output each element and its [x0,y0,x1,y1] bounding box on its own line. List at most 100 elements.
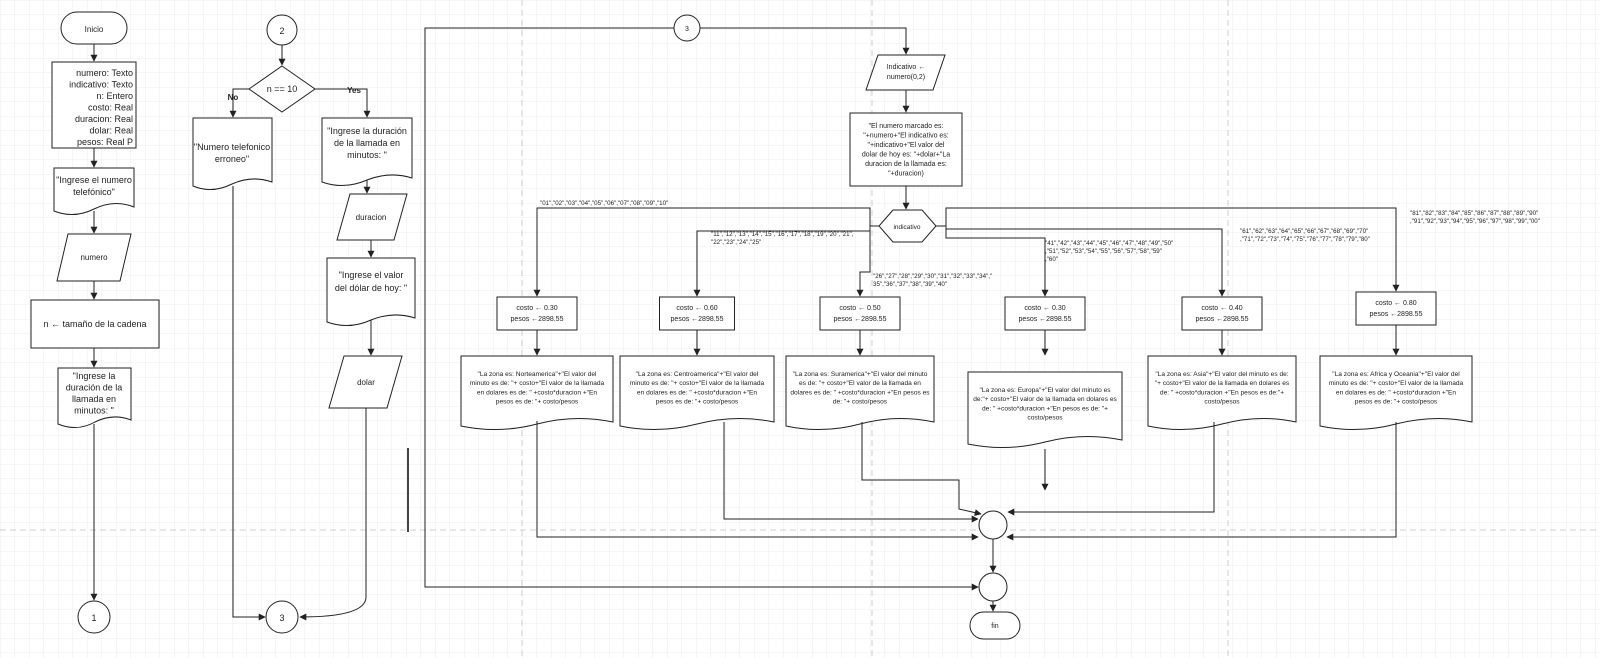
text-line: ,"91","92","93","94","95","96","97","98"… [1410,218,1540,225]
text-line: de: " +costo*duracion +"En pesos es de:"… [1160,389,1284,396]
connector-3-bottom[interactable] [265,600,299,634]
flow-arrow [232,186,266,621]
text-line: minuto es de: "+ costo+"El valor de la l… [630,380,765,387]
input-numero[interactable] [56,233,132,282]
flow-arrow [424,27,979,591]
text-line: pesos es de: "+ costo/pesos [1355,399,1438,406]
text-line: ,"71","72","73","74","75","76","77","78"… [1240,236,1370,243]
case-cost-text: costo ← 0.30 [516,305,557,312]
text-line: duracion de la llamada es: [865,161,947,168]
case-pesos-text: pesos ←2898.55 [834,316,887,323]
assign-indicativo-text: Indicativo ← numero(0,2) [887,64,926,81]
text-line: llamada en [72,394,116,404]
text-line: "La zona es: Centroamerica"+"El valor de… [636,371,759,378]
text-line: "+indicativo+"El valor del [868,142,945,149]
case-message-output[interactable] [967,371,1123,449]
text-line: numero(0,2) [887,74,925,81]
input-numero-label: numero [80,253,108,262]
decision-label: n == 10 [267,84,298,94]
text-line: dolar: Real [89,126,133,136]
case-branch-arrow [856,225,879,297]
text-line: Indicativo ← [887,64,926,71]
text-line: "Ingrese la duración [327,126,407,136]
text-line: minutos: " [74,406,114,416]
connector-3-top[interactable] [673,14,701,42]
text-line: "Ingrese el numero [56,175,132,185]
switch-label: indicativo [893,224,920,231]
case-cost-process[interactable] [1181,296,1263,331]
case-cost-text: costo ← 0.60 [676,305,717,312]
separator-bar [407,448,409,532]
connector-1-label: 1 [91,613,96,623]
text-line: "11","12","13","14","15","16","17","18",… [711,231,854,238]
prompt-duration-2-output[interactable] [321,117,413,186]
case-cost-process[interactable] [496,296,578,331]
case-codes-label: "41","42","43","44","45","46","47","48",… [1045,240,1173,263]
assign-indicativo[interactable] [865,54,946,91]
text-line: "La zona es: Europa"+"El valor del minut… [979,387,1111,394]
text-line: "La zona es: Norteamerica"+"El valor del [478,371,598,378]
case-cost-text: costo ← 0.50 [839,305,880,312]
case-pesos-text: pesos ←2898.55 [671,316,724,323]
text-line: "01","02","03","04","05","06","07","08",… [540,200,668,207]
case-message-output[interactable] [785,355,935,431]
merge-connector-2[interactable] [978,572,1008,602]
text-line: minuto es de: "+ costo+"El valor de la l… [470,380,605,387]
case-pesos-text: pesos ←2898.55 [511,316,564,323]
flow-arrow [315,88,371,118]
text-line: en dolares es de: " +costo*duracion +"En [477,389,597,396]
case-merge-arrow [536,421,979,541]
case-cost-process[interactable] [1355,291,1437,326]
text-line: minuto es de: "+ costo+"El valor de la l… [1329,380,1464,387]
text-line: indicativo: Texto [69,80,133,90]
error-message-output[interactable] [192,117,273,190]
connector-1[interactable] [77,600,111,634]
text-line: de:"+ costo+"El valor de la llamada en d… [973,396,1117,403]
connector-2[interactable] [266,14,298,46]
summary-process[interactable] [849,112,963,187]
switch-case: "41","42","43","44","45","46","47","48",… [936,225,1173,491]
switch-case: "26","27","28","29","30","31","32","33",… [785,225,992,517]
text-line: "61","62","63","64","65","66","67","68",… [1240,228,1368,235]
case-pesos-text: pesos ←2898.55 [1370,311,1423,318]
case-message-output[interactable] [619,355,775,431]
case-cost-process[interactable] [659,296,735,331]
text-line: numero: Texto [76,68,133,78]
start-terminal[interactable] [60,11,128,45]
input-dolar[interactable] [328,355,403,409]
end-terminal[interactable] [969,611,1021,640]
input-duracion[interactable] [336,193,408,241]
column-3: 3 Indicativo ←numero(0,2) "El numero mar… [460,14,1540,640]
case-cost-process[interactable] [819,296,901,331]
prompt-duration-output[interactable] [57,367,132,428]
text-line: pesos es de: "+ costo/pesos [656,399,739,406]
case-cost-text: costo ← 0.80 [1375,300,1416,307]
case-pesos-text: pesos ←2898.55 [1019,316,1072,323]
text-line: "+numero+"El indicativo es: [863,133,949,140]
prompt-phone-output[interactable] [53,167,135,215]
prompt-dolar-output[interactable] [326,257,416,326]
case-cost-process[interactable] [1004,296,1086,331]
flow-arrow [700,27,910,55]
text-line: "+duracion) [888,171,924,178]
assign-n-process[interactable] [30,299,160,349]
case-message-output[interactable] [1147,355,1297,431]
case-message-text: "La zona es: Africa y Oceania"+"El valor… [1329,371,1464,406]
text-line: telefónico" [73,187,115,197]
case-cost-text: costo ← 0.40 [1201,305,1242,312]
text-line: en dolares es de: " +costo*duracion +"En [1336,389,1456,396]
connector-3-bottom-label: 3 [279,613,284,623]
declarations-process[interactable] [51,61,137,149]
decision-n-equals-10[interactable] [248,65,316,113]
text-line: pesos es de: "+ costo/pesos [496,399,579,406]
switch-case: "81","82","83","84","85","86","87","88",… [936,207,1540,541]
case-branch-arrow [936,207,1400,292]
merge-connector[interactable] [978,510,1008,540]
